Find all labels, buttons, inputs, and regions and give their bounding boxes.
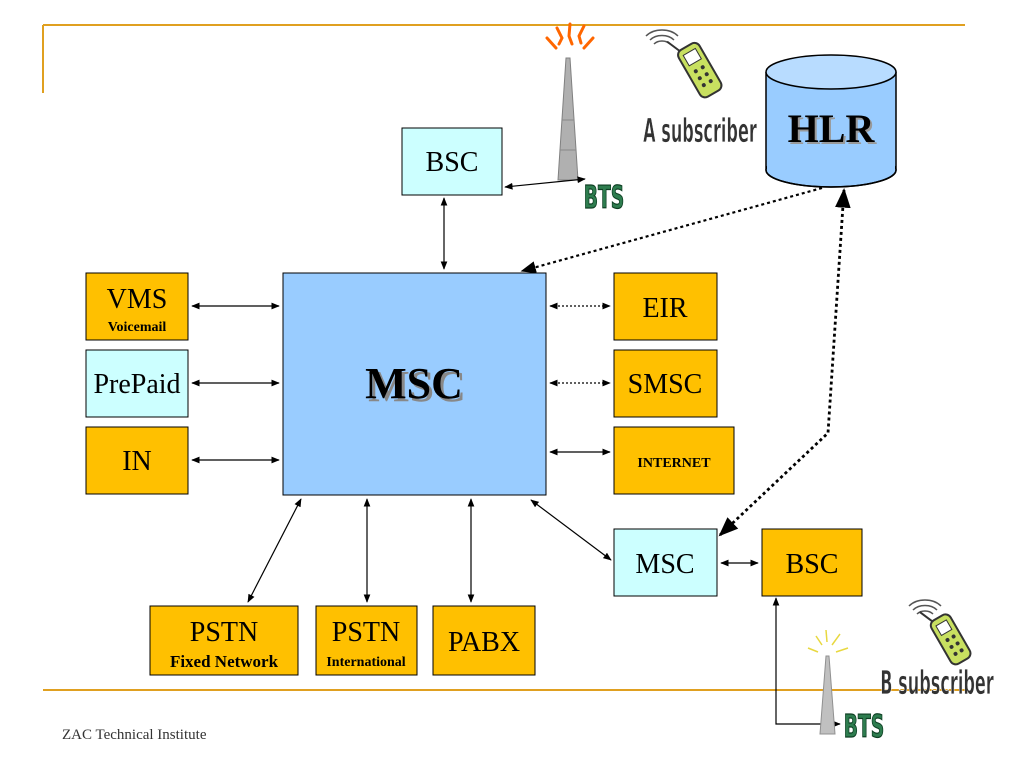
msc-b-node: MSC — [613, 528, 718, 597]
pstn-fixed-sublabel: Fixed Network — [170, 652, 279, 671]
prepaid-label: PrePaid — [93, 369, 180, 400]
bsc-top-node: BSC — [401, 127, 503, 196]
bts-tower-top — [545, 22, 595, 181]
prepaid-node: PrePaid — [85, 349, 189, 418]
pabx-label: PABX — [448, 627, 520, 658]
msc-main-label-shadow: MSC — [368, 362, 466, 411]
bts-bottom-label: BTS — [844, 709, 885, 745]
link-bsc-top-bts — [504, 176, 586, 190]
internet-label: INTERNET — [637, 456, 711, 471]
bsc-top-label: BSC — [426, 147, 479, 178]
signal-icon — [807, 629, 849, 653]
b-subscriber-label: B subscriber — [880, 665, 994, 703]
vms-sublabel: Voicemail — [108, 320, 167, 335]
vms-label: VMS — [107, 284, 168, 315]
bsc-b-label: BSC — [786, 549, 839, 580]
bts-tower-bottom — [807, 629, 849, 735]
pstn-fixed-node: PSTN Fixed Network — [149, 605, 299, 676]
pstn-intl-label: PSTN — [332, 617, 400, 648]
bts-top-label: BTS — [584, 180, 625, 216]
msc-main-label: MSC — [365, 359, 463, 408]
link-msc-msc-b — [530, 499, 612, 561]
bsc-b-node: BSC — [761, 528, 863, 597]
pabx-node: PABX — [432, 605, 536, 676]
link-msc-pstn-fixed — [247, 498, 302, 603]
link-bsc-b-bts — [772, 597, 841, 728]
hlr-label: HLR — [790, 108, 878, 153]
eir-label: EIR — [642, 293, 687, 324]
hlr-label-front: HLR — [788, 106, 876, 151]
slide-footer: ZAC Technical Institute — [62, 727, 207, 743]
connectors — [191, 176, 851, 728]
signal-icon — [545, 22, 595, 50]
link-hlr-msc-b — [718, 188, 851, 537]
smsc-label: SMSC — [628, 369, 703, 400]
pstn-fixed-label: PSTN — [190, 617, 258, 648]
smsc-node: SMSC — [613, 349, 718, 418]
in-node: IN — [85, 426, 189, 495]
eir-node: EIR — [613, 272, 718, 341]
vms-node: VMS Voicemail — [85, 272, 189, 341]
a-subscriber-label: A subscriber — [643, 113, 757, 151]
msc-b-label: MSC — [635, 549, 694, 580]
pstn-intl-node: PSTN International — [315, 605, 418, 676]
msc-main-node: MSC MSC — [282, 272, 547, 496]
link-hlr-msc — [520, 186, 823, 274]
internet-node: INTERNET — [613, 426, 735, 495]
hlr-database: HLR HLR — [765, 54, 897, 188]
pstn-intl-sublabel: International — [326, 655, 405, 670]
mobile-phone-icon-b — [908, 599, 972, 666]
mobile-phone-icon-a — [645, 29, 723, 99]
in-label: IN — [122, 446, 152, 477]
